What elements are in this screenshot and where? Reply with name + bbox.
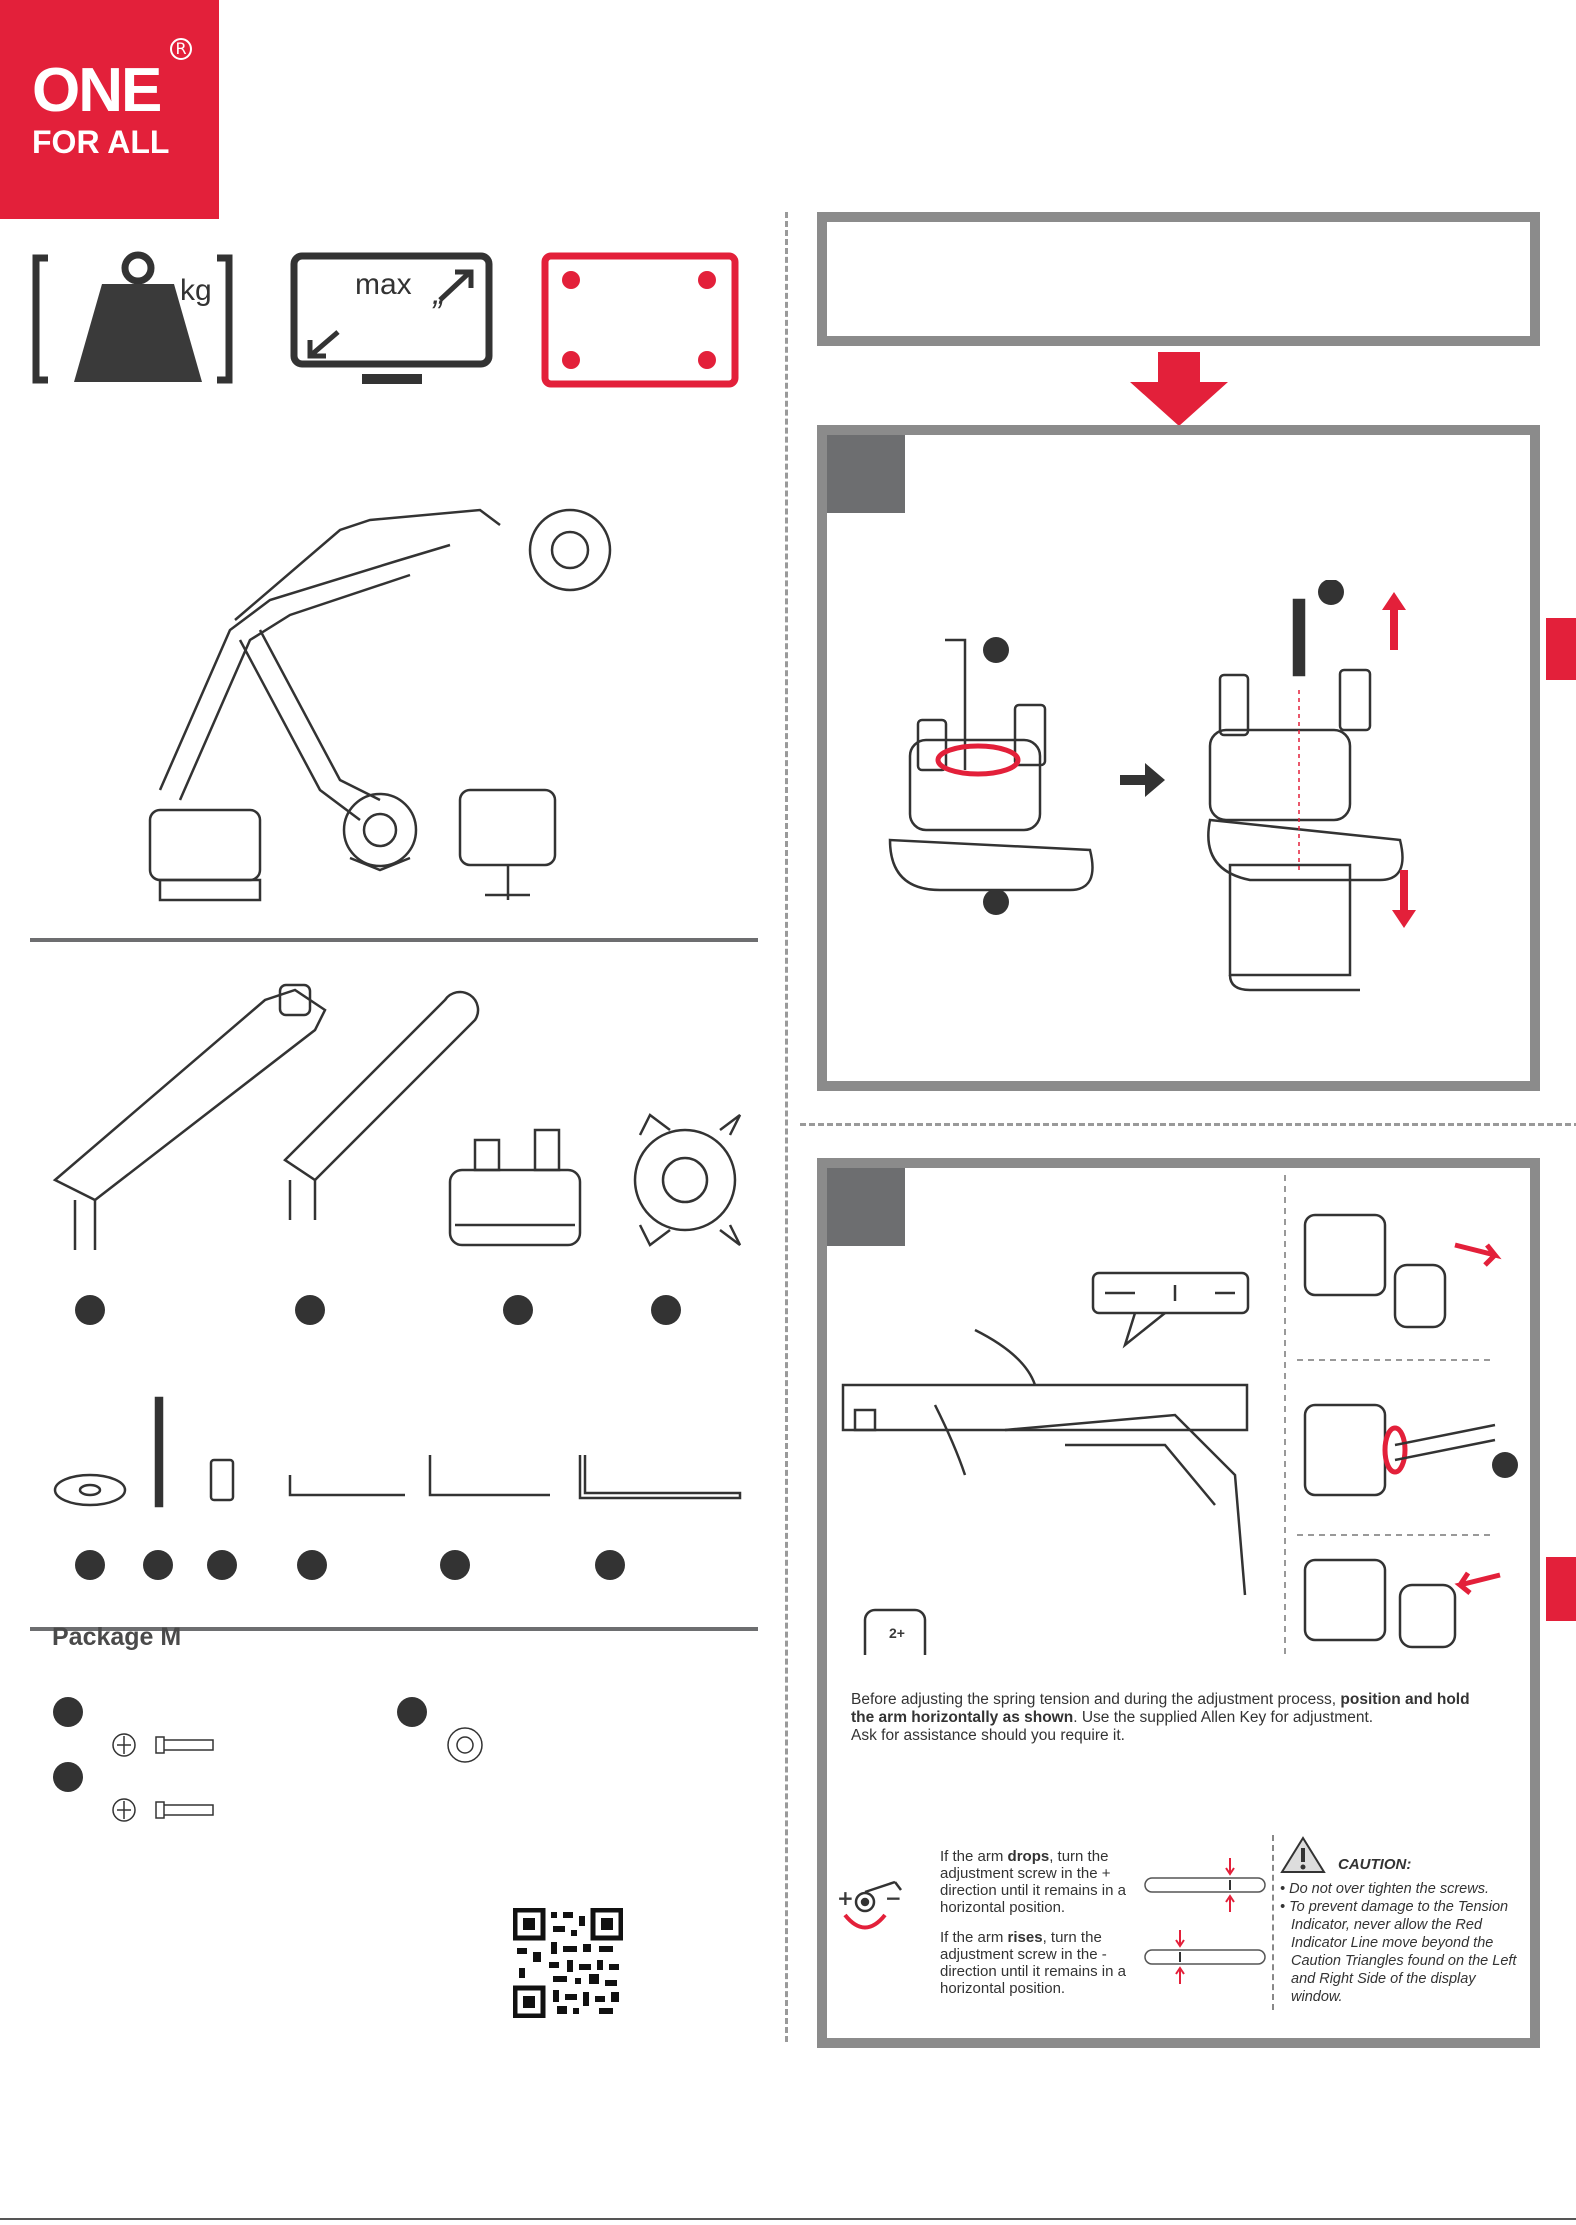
package-title: Package M [52, 1623, 182, 1651]
assist-badge: 2+ [889, 1625, 905, 1641]
logo-for-all: FOR ALL [32, 124, 170, 160]
caution-divider [1272, 1835, 1274, 2010]
clamp-removal-illustration [888, 580, 1416, 992]
caution-line-1: Do not over tighten the screws. [1289, 1881, 1489, 1897]
page-bottom-rule [0, 2218, 1576, 2220]
registered-mark: R [170, 38, 192, 60]
step-number-tab [827, 1168, 905, 1246]
washer-icon [447, 1727, 483, 1763]
logo-one: ONE [32, 56, 162, 125]
tension-adjust-illustration [841, 1175, 1518, 1655]
step-separator [800, 1123, 1576, 1126]
hardware-number-badge [143, 1550, 173, 1580]
rises-pre: If the arm [940, 1929, 1008, 1946]
side-tab-marker [1546, 1557, 1576, 1621]
washer-badge [397, 1697, 427, 1727]
caution-line-2: To prevent damage to the Tension Indicat… [1289, 1899, 1517, 2005]
allen-key-direction-icon [843, 1880, 902, 1930]
down-arrow-icon [1130, 352, 1228, 426]
part-number-badge [75, 1295, 105, 1325]
instruction-bold: position and hold the arm horizontally a… [851, 1691, 1470, 1726]
hardware-number-badge [595, 1550, 625, 1580]
components-illustration [52, 983, 742, 1250]
assembled-arm-illustration [148, 508, 612, 902]
rises-instruction: If the arm rises, turn the adjustment sc… [940, 1929, 1130, 1997]
vesa-pattern-icon [541, 252, 739, 388]
instruction-line3: Ask for assistance should you require it… [851, 1727, 1125, 1744]
weight-icon: kg [32, 251, 233, 384]
minus-sign: − [885, 1886, 902, 1910]
brand-logo: ONE FOR ALL R [0, 0, 219, 219]
hardware-number-badge [75, 1550, 105, 1580]
inch-mark: ” [430, 294, 443, 332]
column-separator [785, 212, 788, 2042]
step-panel-2 [817, 1158, 1540, 2048]
caution-title: CAUTION: [1338, 1856, 1412, 1873]
rises-post: , turn the adjustment screw in the - dir… [940, 1929, 1126, 1997]
qr-code [513, 1908, 623, 2018]
section-divider-1 [30, 938, 758, 942]
screen-size-icon: max ” [290, 252, 493, 384]
screen-max-label: max [355, 268, 412, 301]
drops-pre: If the arm [940, 1848, 1008, 1865]
drops-post: , turn the adjustment screw in the + dir… [940, 1848, 1126, 1916]
tension-indicator-diagram [1144, 1858, 1266, 1984]
step-intro-box [817, 212, 1540, 346]
plus-sign: + [837, 1886, 854, 1910]
hardware-illustration [53, 1396, 742, 1508]
instruction-post: . Use the supplied Allen Key for adjustm… [1073, 1709, 1374, 1726]
hardware-number-badge [440, 1550, 470, 1580]
part-number-badge [295, 1295, 325, 1325]
screw-badge [53, 1697, 83, 1727]
caution-text: • Do not over tighten the screws. • To p… [1280, 1881, 1517, 2005]
instruction-pre: Before adjusting the spring tension and … [851, 1691, 1341, 1708]
short-screw-icon [112, 1733, 214, 1757]
screw-badge [53, 1762, 83, 1792]
drops-bold: drops [1007, 1848, 1050, 1865]
weight-unit-label: kg [180, 274, 212, 307]
hardware-number-badge [207, 1550, 237, 1580]
part-number-badge [651, 1295, 681, 1325]
part-number-badge [503, 1295, 533, 1325]
section-divider-2 [30, 1627, 758, 1631]
step-number-tab [827, 435, 905, 513]
long-screw-icon [112, 1798, 214, 1822]
warning-triangle-icon [1280, 1836, 1326, 1873]
tension-instruction: Before adjusting the spring tension and … [851, 1691, 1491, 1745]
hardware-number-badge [297, 1550, 327, 1580]
side-tab-marker [1546, 618, 1576, 680]
rises-bold: rises [1007, 1929, 1043, 1946]
drops-instruction: If the arm drops, turn the adjustment sc… [940, 1848, 1130, 1916]
